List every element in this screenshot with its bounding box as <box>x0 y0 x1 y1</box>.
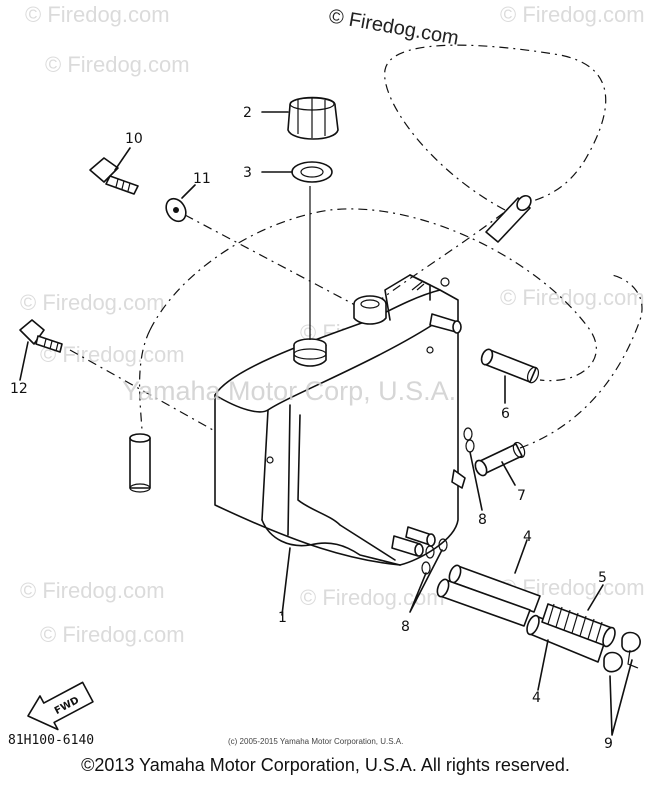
hose-4-upper <box>448 564 541 613</box>
small-copyright: (c) 2005-2015 Yamaha Motor Corporation, … <box>228 737 403 746</box>
callout-9: 9 <box>604 736 613 752</box>
footer-copyright: ©2013 Yamaha Motor Corporation, U.S.A. A… <box>81 755 570 775</box>
spring-5 <box>541 603 616 648</box>
leader-line-9 <box>609 659 633 736</box>
fwd-arrow: FWD <box>27 681 94 731</box>
hose-4-lower <box>436 578 531 627</box>
hose-top <box>485 194 532 243</box>
callout-6: 6 <box>501 406 510 422</box>
watermark-tile: © Firedog.com <box>20 290 165 315</box>
callout-5: 5 <box>598 570 607 586</box>
callout-10: 10 <box>125 131 143 147</box>
clip-8-upper <box>463 427 475 453</box>
callout-1: 1 <box>278 610 287 626</box>
callout-12: 12 <box>10 381 28 397</box>
leader-line-8b <box>409 549 443 613</box>
filler-cap <box>287 96 339 140</box>
leader-line-8a <box>469 451 483 511</box>
watermark-tile: © Firedog.com <box>40 342 185 367</box>
copyright-watermark: © Firedog.com <box>327 5 460 49</box>
diagram-part-number: 81H100-6140 <box>8 733 94 748</box>
callout-8-lower: 8 <box>401 619 410 635</box>
watermark-tile: © Firedog.com <box>500 2 645 27</box>
hose-routing-line <box>519 274 643 449</box>
watermark-tile: © Firedog.com <box>45 52 190 77</box>
callout-8-upper: 8 <box>478 512 487 528</box>
hose-6 <box>480 348 540 384</box>
oil-tank <box>214 274 466 566</box>
leader-line-10 <box>114 147 131 171</box>
bolt-10 <box>89 157 139 195</box>
leader-line-11b <box>181 184 196 199</box>
clip-9 <box>603 631 641 673</box>
callout-2: 2 <box>243 105 252 121</box>
leader-line-4a <box>514 539 528 574</box>
leader-line-11 <box>184 214 441 351</box>
hose-routing-line <box>138 329 151 431</box>
watermark-tile: © Firedog.com <box>500 285 645 310</box>
hose-left <box>129 433 151 493</box>
callout-4-lower: 4 <box>532 690 541 706</box>
callout-11: 11 <box>193 171 211 187</box>
watermark-tile: © Firedog.com <box>40 622 185 647</box>
leader-line-7 <box>501 461 516 486</box>
hose-routing-loop <box>384 44 607 211</box>
callout-4-upper: 4 <box>523 529 532 545</box>
hose-7 <box>474 441 526 477</box>
leader-line-4b <box>537 639 549 691</box>
watermark-tile: © Firedog.com <box>25 2 170 27</box>
gasket <box>291 161 333 183</box>
watermark-tile: © Firedog.com <box>20 578 165 603</box>
leader-line-5 <box>587 584 604 611</box>
callout-3: 3 <box>243 165 252 181</box>
hose-routing-line <box>149 208 597 382</box>
bolt-12 <box>19 319 63 353</box>
washer-11 <box>165 197 187 223</box>
watermark-tile: © Firedog.com <box>300 585 445 610</box>
leader-line-12b <box>19 341 29 381</box>
callout-7: 7 <box>517 488 526 504</box>
watermark-main: Yamaha Motor Corp, U.S.A. <box>122 376 456 406</box>
leader-line-1 <box>281 547 291 616</box>
